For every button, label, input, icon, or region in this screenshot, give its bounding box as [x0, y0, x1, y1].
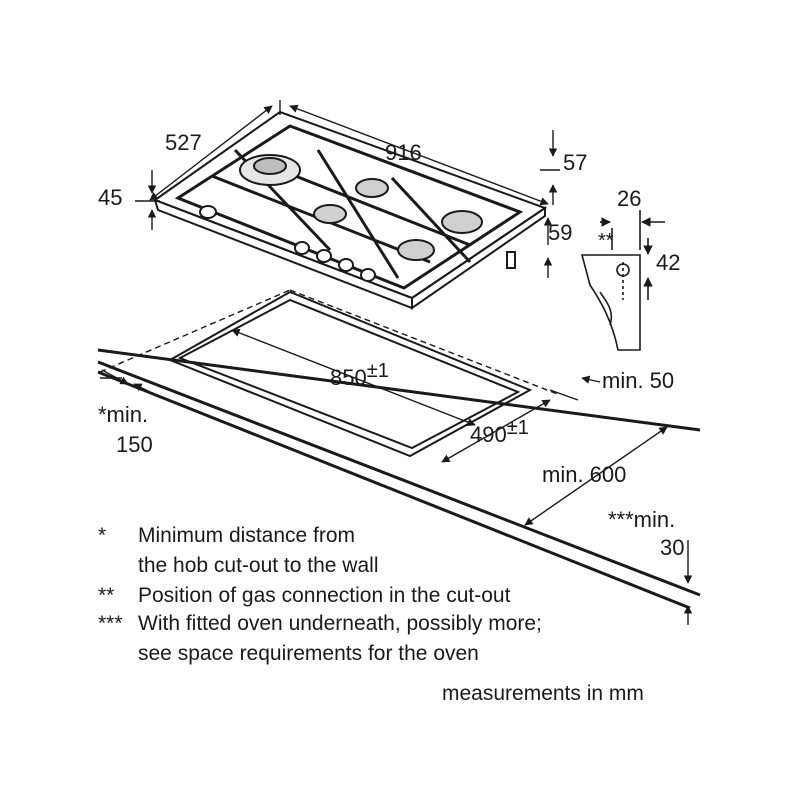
burner-front-right: [397, 239, 435, 261]
hob-dimension-lines: [135, 100, 560, 278]
control-knobs: [199, 205, 516, 282]
dim-min-oven-2: 30: [660, 535, 684, 560]
dim-hob-depth: 527: [165, 130, 202, 155]
dim-min-depth: min. 600: [542, 462, 626, 487]
dim-min-wall-2: 150: [116, 432, 153, 457]
burner-rear-middle: [355, 178, 389, 198]
legend-text-1b: the hob cut-out to the wall: [138, 554, 379, 577]
legend-mark-2: **: [98, 584, 114, 607]
legend-text-3b: see space requirements for the oven: [138, 642, 479, 665]
dim-cutout-depth: 490±1: [470, 417, 529, 447]
dim-cutout-width: 850±1: [330, 360, 389, 390]
hob-front-edge: [153, 198, 413, 310]
legend-text-1a: Minimum distance from: [138, 524, 355, 547]
cutout-dimension-lines: [100, 328, 693, 625]
legend-text-2a: Position of gas connection in the cut-ou…: [138, 584, 511, 607]
dim-detail-width: 26: [617, 186, 641, 211]
legend-text-3a: With fitted oven underneath, possibly mo…: [138, 612, 542, 635]
dim-hob-width: 916: [385, 140, 422, 165]
burner-front-left: [313, 204, 347, 224]
dim-hob-height-top: 57: [563, 150, 587, 175]
dim-detail-height: 42: [656, 250, 680, 275]
hob-drawing: [152, 110, 548, 310]
legend-mark-1: *: [98, 524, 106, 547]
legend-mark-3: ***: [98, 612, 123, 635]
dim-detail-mark: **: [598, 230, 614, 252]
burner-rear-right: [441, 210, 483, 234]
dim-min-wall-1: *min.: [98, 402, 148, 427]
gas-connection-detail: [580, 210, 665, 351]
legend: * Minimum distance from the hob cut-out …: [98, 524, 542, 665]
dim-hob-height-right: 59: [548, 220, 572, 245]
units-note: measurements in mm: [442, 682, 644, 705]
dim-min-oven-1: ***min.: [608, 507, 675, 532]
dim-min-back: min. 50: [602, 368, 674, 393]
hob-right-edge: [411, 206, 546, 310]
dim-hob-height-left: 45: [98, 185, 122, 210]
burners: [239, 154, 483, 261]
